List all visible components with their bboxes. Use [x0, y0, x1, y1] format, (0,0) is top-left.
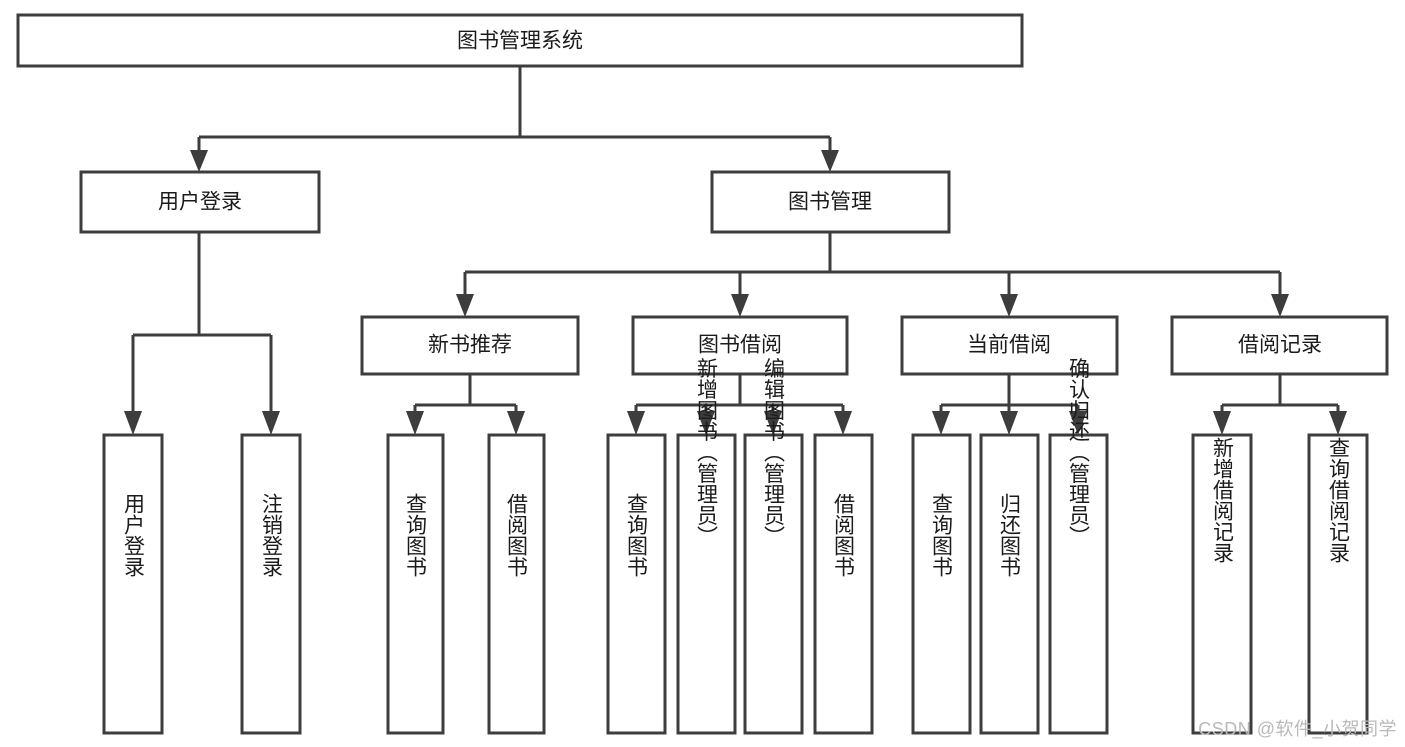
- leaf-query-borrow-record[interactable]: 查询借阅记录: [1307, 433, 1369, 735]
- node-book-borrow-label: 图书借阅: [698, 334, 782, 357]
- leaf-query-book-newbook-box[interactable]: [386, 433, 445, 735]
- leaf-add-borrow-record-box[interactable]: [1191, 433, 1253, 735]
- arrow-head-user-login: [190, 150, 208, 172]
- node-current-borrow-label: 当前借阅: [967, 334, 1051, 357]
- node-book-management-label: 图书管理: [788, 191, 872, 214]
- leaf-borrow-book-borrow-label: 借阅图书: [832, 493, 856, 577]
- leaf-add-borrow-record-label: 新增借阅记录: [1211, 437, 1235, 563]
- node-book-borrow-box[interactable]: [631, 315, 849, 376]
- leaf-query-book-borrow[interactable]: 查询图书: [606, 433, 667, 735]
- leaf-add-book-admin-box[interactable]: [676, 433, 737, 735]
- node-borrow-record[interactable]: 借阅记录: [1170, 315, 1389, 376]
- leaf-borrow-book-newbook[interactable]: 借阅图书: [487, 433, 546, 735]
- node-user-login-label: 用户登录: [158, 191, 242, 214]
- leaf-user-login[interactable]: 用户登录: [102, 433, 164, 735]
- leaf-logout-label: 注销登录: [260, 493, 284, 577]
- leaf-user-login-label: 用户登录: [122, 493, 146, 577]
- leaf-query-book-current-label: 查询图书: [930, 493, 954, 577]
- node-root-label: 图书管理系统: [457, 30, 583, 53]
- node-current-borrow-box[interactable]: [900, 315, 1119, 376]
- leaf-borrow-book-borrow-box[interactable]: [813, 433, 874, 735]
- leaf-edit-book-admin-box[interactable]: [743, 433, 804, 735]
- node-root[interactable]: 图书管理系统: [16, 13, 1024, 68]
- leaf-return-book[interactable]: 归还图书: [979, 433, 1040, 735]
- node-book-borrow[interactable]: 图书借阅: [631, 315, 849, 376]
- leaf-query-borrow-record-label: 查询借阅记录: [1327, 437, 1351, 563]
- leaf-query-book-borrow-box[interactable]: [606, 433, 667, 735]
- arrow-head-leaf-edit-book: [764, 411, 782, 435]
- leaf-logout[interactable]: 注销登录: [240, 433, 302, 735]
- leaf-add-book-admin-label: 新增图书（管理员）: [695, 358, 719, 547]
- leaf-user-login-box[interactable]: [102, 433, 164, 735]
- arrow-head-book-borrow: [731, 294, 749, 317]
- leaf-confirm-return-admin-label: 确认归还（管理员）: [1067, 358, 1091, 547]
- leaf-query-book-borrow-label: 查询图书: [625, 493, 649, 577]
- node-new-book-recommend-label: 新书推荐: [428, 334, 512, 357]
- leaf-borrow-book-newbook-label: 借阅图书: [505, 493, 529, 577]
- node-new-book-recommend[interactable]: 新书推荐: [360, 315, 580, 376]
- node-user-login[interactable]: 用户登录: [79, 170, 321, 234]
- arrow-head-leaf-query-book-3: [932, 411, 950, 435]
- leaf-edit-book-admin-label: 编辑图书（管理员）: [762, 358, 786, 547]
- node-borrow-record-label: 借阅记录: [1238, 334, 1322, 357]
- connector-layer: [124, 66, 1347, 435]
- leaf-logout-box[interactable]: [240, 433, 302, 735]
- leaf-query-book-current[interactable]: 查询图书: [911, 433, 972, 735]
- leaf-query-book-current-box[interactable]: [911, 433, 972, 735]
- node-book-management-box[interactable]: [710, 170, 951, 234]
- arrow-head-current-borrow: [1000, 294, 1018, 317]
- arrow-head-leaf-confirm-return: [1069, 411, 1087, 435]
- arrow-head-borrow-record: [1271, 294, 1289, 317]
- arrow-head-leaf-query-book-1: [406, 411, 424, 435]
- leaf-add-book-admin[interactable]: 新增图书（管理员）: [676, 358, 737, 735]
- node-current-borrow[interactable]: 当前借阅: [900, 315, 1119, 376]
- arrow-head-leaf-add-book: [697, 411, 715, 435]
- node-root-box[interactable]: [16, 13, 1024, 68]
- arrow-head-book-manage: [821, 150, 839, 172]
- arrow-head-leaf-user-login: [124, 411, 142, 435]
- arrow-head-leaf-logout: [262, 411, 280, 435]
- leaf-query-book-newbook[interactable]: 查询图书: [386, 433, 445, 735]
- arrow-head-leaf-query-book-2: [627, 411, 645, 435]
- leaf-return-book-box[interactable]: [979, 433, 1040, 735]
- csdn-watermark: CSDN @软件_小贺同学: [1198, 719, 1397, 739]
- arrow-head-leaf-borrow-book-1: [507, 411, 525, 435]
- arrow-head-new-book-rec: [456, 294, 474, 317]
- leaf-query-borrow-record-box[interactable]: [1307, 433, 1369, 735]
- arrow-head-leaf-borrow-book-2: [834, 411, 852, 435]
- node-user-login-box[interactable]: [79, 170, 321, 234]
- leaf-borrow-book-newbook-box[interactable]: [487, 433, 546, 735]
- leaf-confirm-return-admin[interactable]: 确认归还（管理员）: [1048, 358, 1109, 735]
- leaf-query-book-newbook-label: 查询图书: [404, 493, 428, 577]
- leaf-add-borrow-record[interactable]: 新增借阅记录: [1191, 433, 1253, 735]
- leaf-confirm-return-admin-box[interactable]: [1048, 433, 1109, 735]
- leaf-return-book-label: 归还图书: [998, 493, 1022, 577]
- node-borrow-record-box[interactable]: [1170, 315, 1389, 376]
- arrow-head-leaf-query-record: [1329, 411, 1347, 435]
- node-new-book-recommend-box[interactable]: [360, 315, 580, 376]
- leaf-edit-book-admin[interactable]: 编辑图书（管理员）: [743, 358, 804, 735]
- arrow-head-leaf-return-book: [1000, 411, 1018, 435]
- node-book-management[interactable]: 图书管理: [710, 170, 951, 234]
- leaf-borrow-book-borrow[interactable]: 借阅图书: [813, 433, 874, 735]
- arrow-head-leaf-add-record: [1213, 411, 1231, 435]
